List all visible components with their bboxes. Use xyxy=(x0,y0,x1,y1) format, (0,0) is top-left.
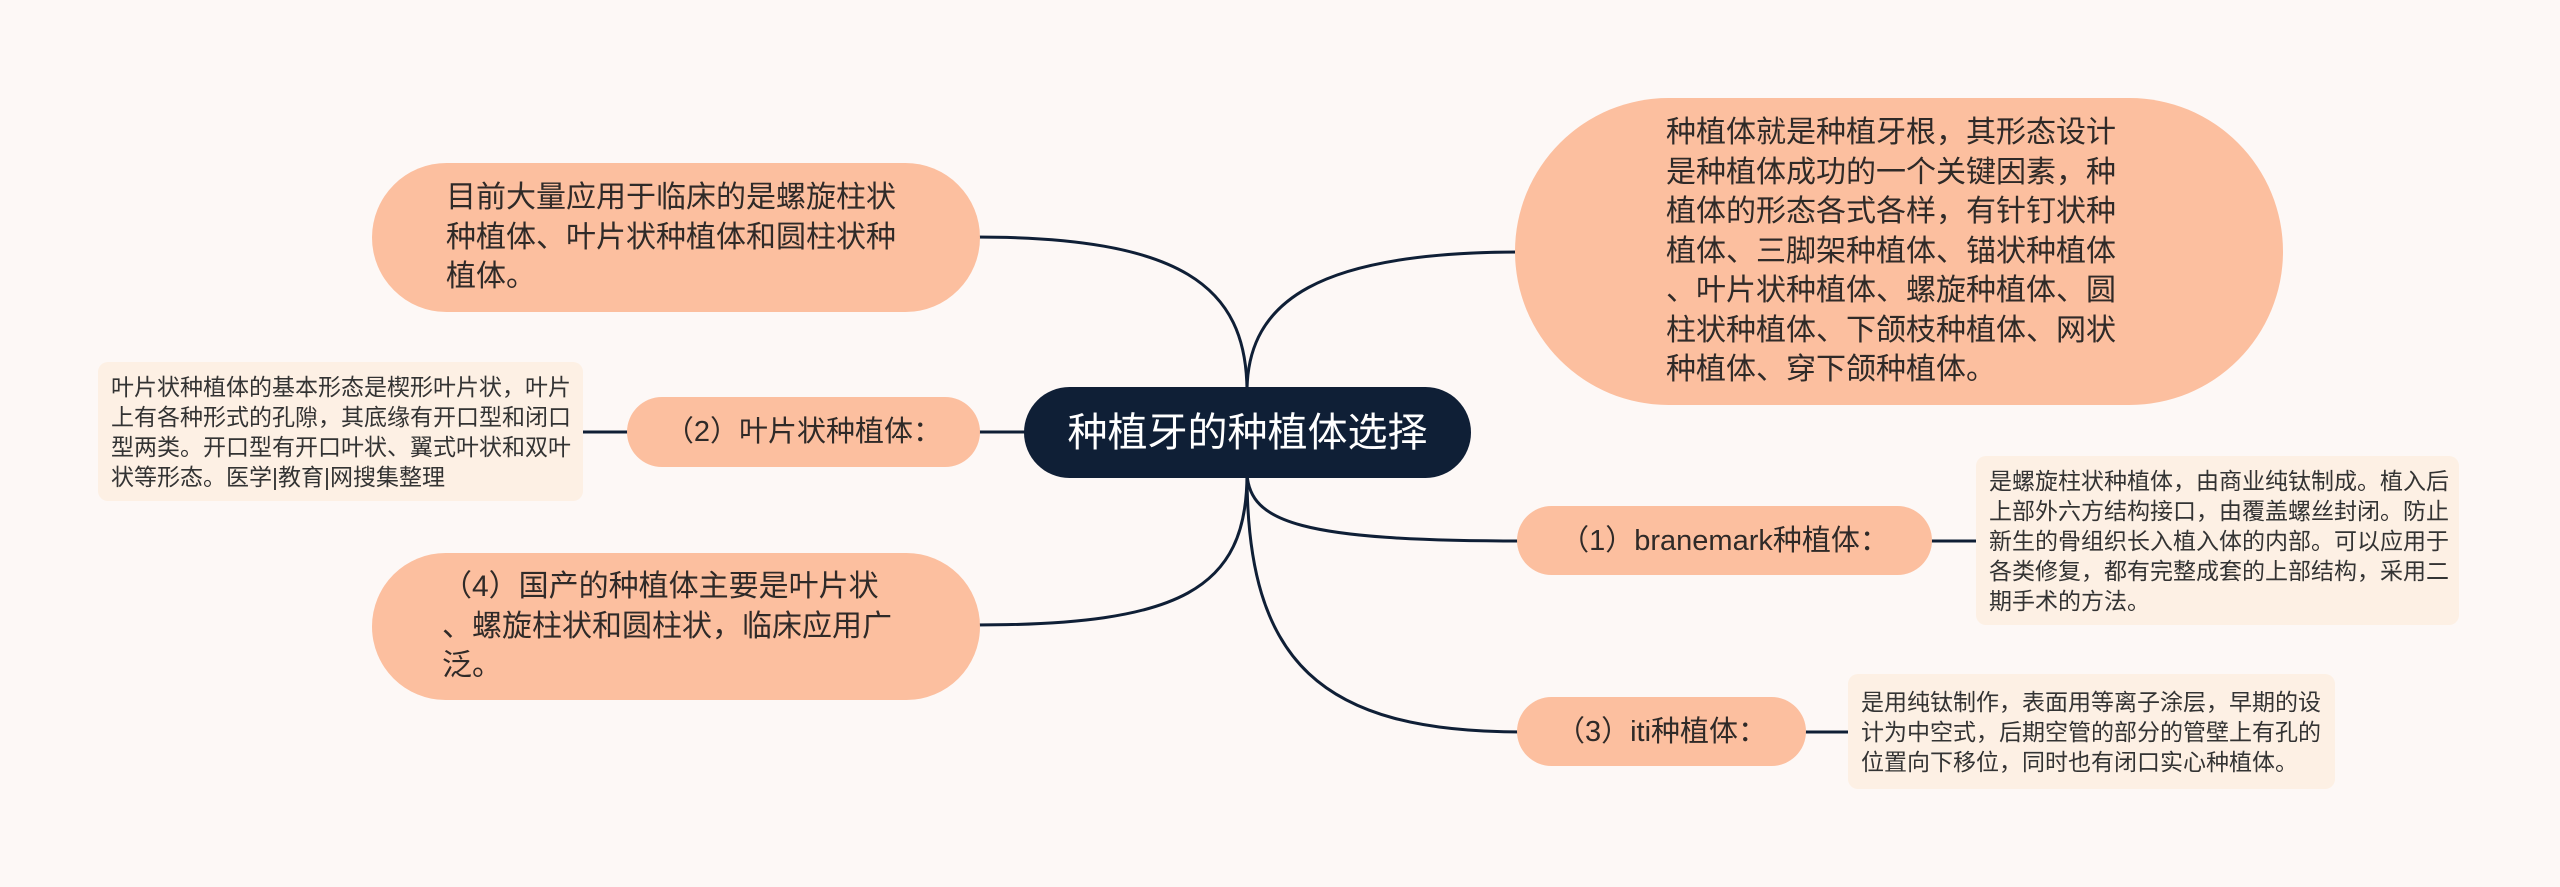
topic-leaf-implant-label: （2）叶片状种植体： xyxy=(664,416,943,448)
detail-branemark-line: 是螺旋柱状种植体，由商业纯钛制成。植入后 xyxy=(1989,467,2449,494)
topic-branemark: （1）branemark种植体： xyxy=(1517,506,1932,575)
topic-definition-line: 植体、三脚架种植体、锚状种植体 xyxy=(1666,234,2116,268)
topic-clinical-use-line: 目前大量应用于临床的是螺旋柱状 xyxy=(446,181,896,215)
detail-leaf-implant: 叶片状种植体的基本形态是楔形叶片状，叶片 上有各种形式的孔隙，其底缘有开口型和闭… xyxy=(98,362,583,501)
topic-domestic-implants: （4）国产的种植体主要是叶片状 、螺旋柱状和圆柱状，临床应用广 泛。 xyxy=(372,553,980,700)
topic-domestic-line: 泛。 xyxy=(442,649,502,683)
detail-iti-line: 是用纯钛制作，表面用等离子涂层，早期的设 xyxy=(1861,688,2321,715)
topic-leaf-implant: （2）叶片状种植体： xyxy=(627,397,980,467)
topic-clinical-use-line: 种植体、叶片状种植体和圆柱状种 xyxy=(446,220,896,254)
topic-definition-line: 种植体就是种植牙根，其形态设计 xyxy=(1666,115,2116,149)
detail-branemark-line: 新生的骨组织长入植入体的内部。可以应用于 xyxy=(1989,527,2449,554)
topic-clinical-use: 目前大量应用于临床的是螺旋柱状 种植体、叶片状种植体和圆柱状种 植体。 xyxy=(372,163,980,312)
detail-branemark: 是螺旋柱状种植体，由商业纯钛制成。植入后 上部外六方结构接口，由覆盖螺丝封闭。防… xyxy=(1976,456,2459,625)
detail-iti: 是用纯钛制作，表面用等离子涂层，早期的设 计为中空式，后期空管的部分的管壁上有孔… xyxy=(1848,674,2335,789)
detail-leaf-implant-line: 叶片状种植体的基本形态是楔形叶片状，叶片 xyxy=(111,373,571,400)
topic-branemark-label: （1）branemark种植体： xyxy=(1560,524,1889,557)
topic-clinical-use-line: 植体。 xyxy=(446,260,536,294)
detail-leaf-implant-line: 上有各种形式的孔隙，其底缘有开口型和闭口 xyxy=(111,403,571,430)
topic-definition-line: 种植体、穿下颌种植体。 xyxy=(1666,353,1996,387)
topic-domestic-line: （4）国产的种植体主要是叶片状 xyxy=(442,570,879,604)
topic-definition-line: 、叶片状种植体、螺旋种植体、圆 xyxy=(1666,274,2116,308)
detail-branemark-line: 期手术的方法。 xyxy=(1989,587,2150,614)
topic-domestic-line: 、螺旋柱状和圆柱状，临床应用广 xyxy=(442,609,892,643)
connector-center-to-definition xyxy=(1245,250,1522,394)
detail-leaf-implant-line: 状等形态。医学|教育|网搜集整理 xyxy=(111,463,445,490)
connector-center-to-domestic xyxy=(973,472,1249,627)
topic-iti: （3）iti种植体： xyxy=(1517,697,1806,766)
detail-iti-line: 计为中空式，后期空管的部分的管壁上有孔的 xyxy=(1861,718,2321,745)
connector-center-to-clinical-use xyxy=(973,235,1249,394)
topic-definition-line: 柱状种植体、下颌枝种植体、网状 xyxy=(1666,313,2116,347)
detail-iti-line: 位置向下移位，同时也有闭口实心种植体。 xyxy=(1861,748,2298,775)
detail-branemark-line: 上部外六方结构接口，由覆盖螺丝封闭。防止 xyxy=(1989,497,2449,524)
topic-definition: 种植体就是种植牙根，其形态设计 是种植体成功的一个关键因素，种 植体的形态各式各… xyxy=(1515,98,2283,405)
central-topic: 种植牙的种植体选择 xyxy=(1024,387,1471,478)
connector-center-to-iti xyxy=(1245,472,1524,734)
topic-iti-label: （3）iti种植体： xyxy=(1555,715,1768,748)
topic-definition-line: 植体的形态各式各样，有针钉状种 xyxy=(1666,195,2116,229)
detail-branemark-line: 各类修复，都有完整成套的上部结构，采用二 xyxy=(1989,557,2449,584)
connector-center-to-branemark xyxy=(1245,472,1524,543)
topic-definition-line: 是种植体成功的一个关键因素，种 xyxy=(1666,155,2116,189)
central-topic-title: 种植牙的种植体选择 xyxy=(1067,410,1428,455)
detail-leaf-implant-line: 型两类。开口型有开口叶状、翼式叶状和双叶 xyxy=(111,433,571,460)
